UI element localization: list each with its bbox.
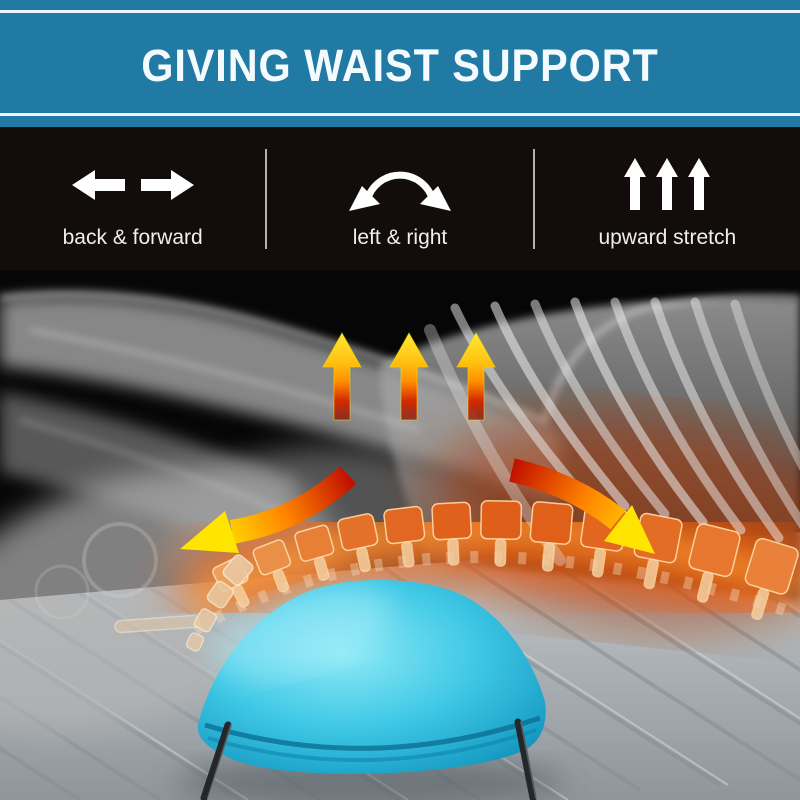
upward-pressure-arrows xyxy=(322,331,496,421)
feature-left-right: left & right xyxy=(267,127,532,270)
feature-label: back & forward xyxy=(62,226,203,249)
banner-top-line xyxy=(0,10,800,13)
banner: GIVING WAIST SUPPORT xyxy=(0,0,800,127)
waist-support-device xyxy=(197,579,546,774)
feature-upward-stretch: upward stretch xyxy=(535,127,800,270)
feature-strip: back & forward left & right xyxy=(0,127,800,270)
feature-label: left & right xyxy=(352,226,448,249)
feature-back-forward: back & forward xyxy=(0,127,265,270)
feature-divider xyxy=(265,149,268,249)
back-forward-arrows-icon xyxy=(71,147,194,222)
flex-arrow-left xyxy=(180,466,357,553)
lumbar-spine xyxy=(191,500,800,636)
feature-label: upward stretch xyxy=(598,226,737,249)
illustration xyxy=(0,270,800,800)
upward-stretch-arrows-icon xyxy=(621,147,713,222)
device-legs xyxy=(200,718,537,800)
left-right-arc-arrow-icon xyxy=(345,147,455,222)
banner-bottom-line xyxy=(0,113,800,116)
flex-arrow-right xyxy=(509,458,655,554)
banner-title: GIVING WAIST SUPPORT xyxy=(141,40,659,91)
sacrum xyxy=(114,554,254,652)
feature-divider xyxy=(532,149,535,249)
